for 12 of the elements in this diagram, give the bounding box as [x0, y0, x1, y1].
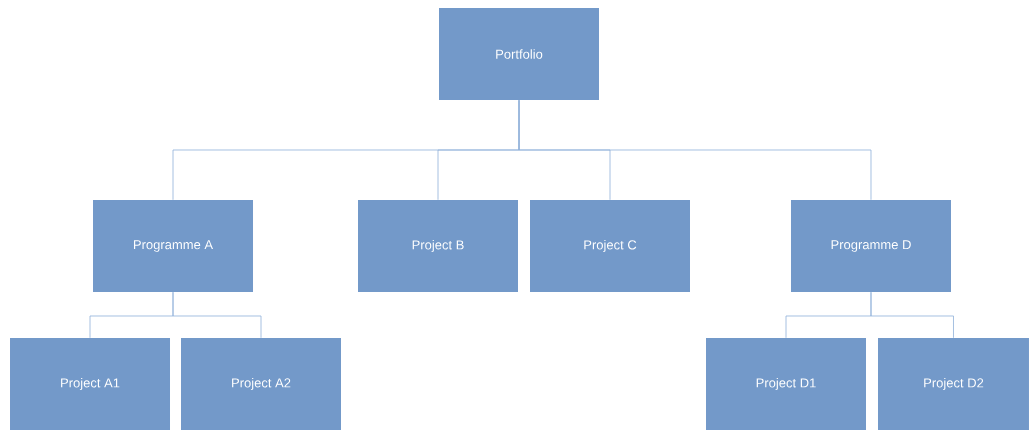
- org-box: Project D1: [706, 338, 866, 430]
- org-box: Portfolio: [439, 8, 599, 100]
- connector-line: [518, 99, 872, 201]
- org-box: Project C: [530, 200, 690, 292]
- org-box: Project D2: [878, 338, 1029, 430]
- org-box: Project A1: [10, 338, 170, 430]
- org-box: Project B: [358, 200, 518, 292]
- org-box: Project A2: [181, 338, 341, 430]
- connector-line: [870, 291, 954, 339]
- connector-line: [172, 291, 262, 339]
- org-box: Programme A: [93, 200, 253, 292]
- org-box: Programme D: [791, 200, 951, 292]
